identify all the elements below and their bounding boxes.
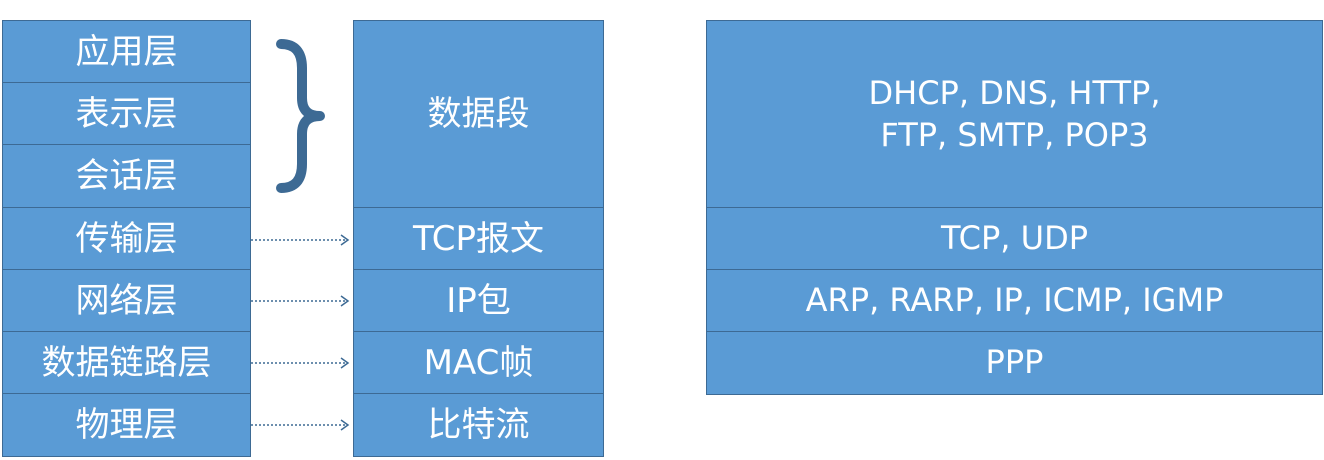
arrow-physical: [251, 419, 350, 431]
arrow-data-link: [251, 357, 350, 369]
protocols-transport: TCP, UDP: [706, 207, 1323, 271]
protocols-application: DHCP, DNS, HTTP, FTP, SMTP, POP3: [706, 20, 1323, 209]
layer-session: 会话层: [2, 144, 251, 209]
protocols-application-line1: DHCP, DNS, HTTP,: [868, 73, 1161, 112]
protocols-application-line2: FTP, SMTP, POP3: [880, 115, 1149, 154]
arrow-transport: [251, 234, 350, 246]
layer-application: 应用层: [2, 20, 251, 84]
arrow-network: [251, 295, 350, 307]
layer-transport: 传输层: [2, 207, 251, 271]
protocols-link: PPP: [706, 331, 1323, 395]
layer-network: 网络层: [2, 269, 251, 333]
layer-physical: 物理层: [2, 393, 251, 457]
layer-data-link: 数据链路层: [2, 331, 251, 395]
pdu-mac-frame: MAC帧: [353, 331, 604, 395]
pdu-ip-packet: IP包: [353, 269, 604, 333]
pdu-bit-stream: 比特流: [353, 393, 604, 457]
right-brace: [276, 39, 325, 193]
protocols-network: ARP, RARP, IP, ICMP, IGMP: [706, 269, 1323, 333]
pdu-data-segment: 数据段: [353, 20, 604, 209]
pdu-tcp-segment: TCP报文: [353, 207, 604, 271]
